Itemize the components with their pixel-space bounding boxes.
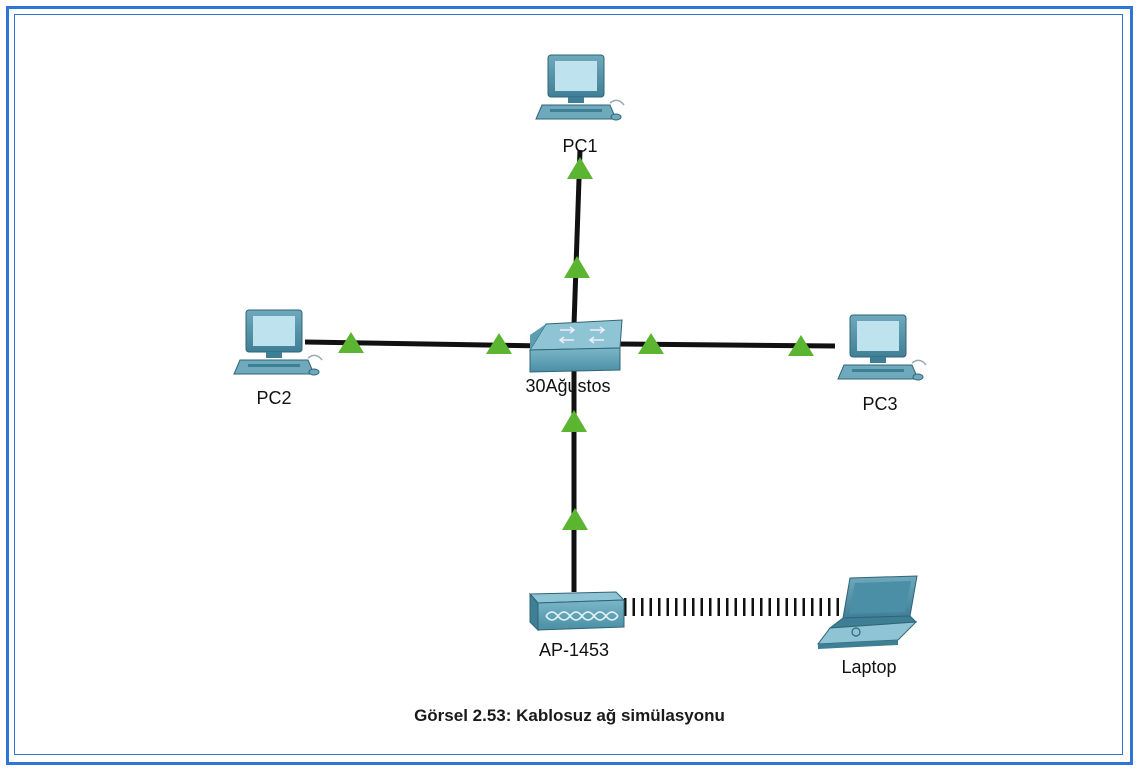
switch-device[interactable] xyxy=(529,319,623,373)
access-point-icon xyxy=(528,591,626,632)
link-status-up-icon xyxy=(562,508,588,530)
desktop-pc-icon xyxy=(837,314,927,381)
desktop-pc-icon xyxy=(535,54,625,121)
ap-label: AP-1453 xyxy=(539,640,609,660)
link-switch-pc2 xyxy=(304,339,546,349)
desktop-pc-icon xyxy=(233,309,323,376)
figure-caption: Görsel 2.53: Kablosuz ağ simülasyonu xyxy=(414,706,725,725)
pc2-label: PC2 xyxy=(256,388,291,408)
link-status-up-icon xyxy=(338,332,364,353)
inner-frame xyxy=(14,14,1123,755)
link-status-up-icon xyxy=(486,333,512,354)
link-status-up-icon xyxy=(638,333,664,354)
pc3-label: PC3 xyxy=(862,394,897,414)
laptop-device[interactable] xyxy=(816,575,918,649)
laptop-label: Laptop xyxy=(841,657,896,677)
link-switch-pc1 xyxy=(571,149,583,326)
switch-label: 30Ağustos xyxy=(525,376,610,396)
pc2-device[interactable] xyxy=(233,309,323,376)
outer-frame xyxy=(6,6,1133,765)
access-point-device[interactable] xyxy=(528,591,626,632)
pc3-device[interactable] xyxy=(837,314,927,381)
pc1-label: PC1 xyxy=(562,136,597,156)
link-status-layer xyxy=(338,157,814,530)
network-switch-icon xyxy=(529,319,623,373)
link-status-up-icon xyxy=(564,256,590,278)
laptop-icon xyxy=(816,575,918,649)
link-status-up-icon xyxy=(561,410,587,432)
pc1-device[interactable] xyxy=(535,54,625,121)
link-status-up-icon xyxy=(788,335,814,356)
link-status-up-icon xyxy=(567,157,593,179)
